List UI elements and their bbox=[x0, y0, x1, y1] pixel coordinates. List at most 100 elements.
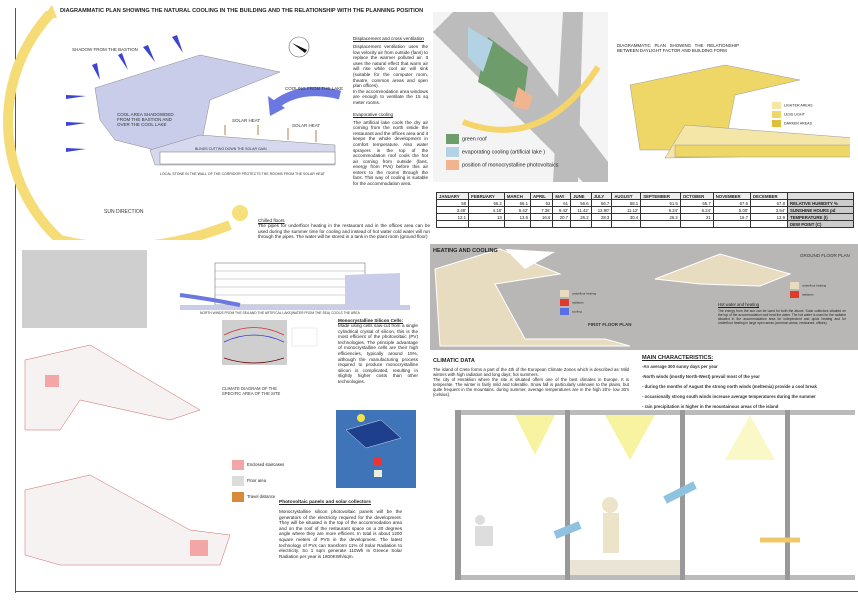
row-label: TEMPERATURE (I) bbox=[786, 213, 855, 221]
table-cell bbox=[679, 220, 714, 228]
month-header: MAY bbox=[552, 192, 572, 200]
table-cell: 7.36' bbox=[530, 206, 554, 214]
month-header: DECEMBER bbox=[750, 192, 788, 200]
heating-legend-2: underfloor heating radiators bbox=[790, 282, 826, 298]
mono-title: Monocrystalline Silicon Cells: bbox=[338, 318, 404, 323]
daylight-legend: LIGHTER AREAS LESS LIGHT DARKER AREAS bbox=[772, 102, 813, 127]
room-sections bbox=[455, 410, 855, 580]
label-blinds: BLINDS CUTTING DOWN THE SOLAR GAIN bbox=[195, 147, 267, 151]
ventilation-title: Displacement and cross ventilation bbox=[353, 36, 424, 41]
legend-travel: Travel distance bbox=[247, 494, 276, 500]
table-cell: 11.12' bbox=[611, 206, 642, 214]
table-row: DEW POINT (C) bbox=[436, 220, 855, 228]
characteristic-item: -An average 300 sunny days per year bbox=[642, 364, 718, 369]
cooling-arrow-icon bbox=[272, 87, 342, 109]
month-header: MARCH bbox=[503, 192, 532, 200]
month-header: JULY bbox=[590, 192, 613, 200]
legend-less-light: LESS LIGHT bbox=[784, 112, 805, 117]
table-cell: 67.6 bbox=[712, 199, 752, 207]
table-cell: 5.42' bbox=[503, 206, 532, 214]
chilled-floors: Chilled floors The pipes for underfloor … bbox=[258, 218, 430, 240]
table-cell: 9.24' bbox=[640, 206, 681, 214]
table-cell: 30.4 bbox=[611, 213, 642, 221]
month-header: APRIL bbox=[530, 192, 554, 200]
table-cell: 26.2 bbox=[640, 213, 681, 221]
lower-floor-plans bbox=[24, 344, 231, 566]
table-cell bbox=[611, 220, 642, 228]
row-label: DEW POINT (C) bbox=[786, 220, 855, 228]
climatic-data: CLIMATIC DATA The island of Crete forms … bbox=[433, 358, 629, 397]
evaporative-paragraph: The artificial lake cools the dry air co… bbox=[353, 119, 428, 187]
table-cell bbox=[590, 220, 613, 228]
sun-path-arc bbox=[3, 10, 64, 240]
table-cell: 13 bbox=[467, 213, 505, 221]
table-cell: 13.6 bbox=[503, 213, 532, 221]
characteristic-item: - occasionally strong south winds increa… bbox=[642, 394, 816, 399]
table-cell: 5.00' bbox=[712, 206, 752, 214]
main-characteristics: MAIN CHARACTERISTICS: -An average 300 su… bbox=[642, 355, 857, 414]
table-cell: 28.3 bbox=[590, 213, 613, 221]
table-cell: 21 bbox=[679, 213, 714, 221]
heating-title: HEATING AND COOLING bbox=[433, 248, 498, 254]
label-shadow: SHADOW FROM THE BASTION bbox=[72, 47, 138, 52]
legend-floor-area: Floor area bbox=[247, 478, 267, 484]
table-cell: 66.1 bbox=[503, 199, 532, 207]
table-cell: 12.1 bbox=[436, 213, 469, 221]
table-cell bbox=[530, 220, 554, 228]
table-cell: 26.2 bbox=[570, 213, 592, 221]
characteristic-item: -North winds (mostly North-West) prevail… bbox=[642, 374, 760, 379]
shadow-arrows bbox=[66, 35, 183, 152]
table-cell: 11.42' bbox=[570, 206, 592, 214]
label-solar-heat-2: SOLAR HEAT bbox=[292, 123, 321, 128]
pv-section: Photovoltaic panels and solar collectors… bbox=[279, 500, 402, 559]
label-cooling-lake: COOLING FROM THE LAKE bbox=[285, 86, 344, 91]
label-local-stone: LOCAL STONE IN THE WALL OF THE CORRIDOR … bbox=[160, 172, 325, 176]
aerial-render bbox=[22, 250, 147, 328]
table-cell: 16.7 bbox=[712, 213, 752, 221]
climatic-p2: The city of Heraklion where the site is … bbox=[433, 377, 629, 397]
hot-water-text: Hot water and heating The energy from th… bbox=[718, 302, 846, 325]
legend-lake: evaporating cooling (artificial lake ) bbox=[446, 147, 558, 157]
characteristic-item: - during the months of August the strong… bbox=[642, 384, 817, 389]
table-cell: 9.42' bbox=[552, 206, 572, 214]
legend-pv: position of monocrystalline photovoltaic… bbox=[446, 160, 558, 170]
table-cell bbox=[552, 220, 572, 228]
table-cell: 58.1 bbox=[611, 199, 642, 207]
table-cell bbox=[467, 220, 505, 228]
label-solar-heat-1: SOLAR HEAT bbox=[232, 118, 261, 123]
month-header: JUNE bbox=[570, 192, 592, 200]
chilled-title: Chilled floors bbox=[258, 218, 285, 223]
chilled-text: The pipes for underfloor heating in the … bbox=[258, 223, 430, 240]
fire-legend: Enclosed staircases Floor area Travel di… bbox=[232, 460, 284, 502]
legend-lighter: LIGHTER AREAS bbox=[784, 103, 813, 108]
ventilation-text: Displacement and cross ventilation Displ… bbox=[353, 36, 428, 187]
table-cell: 6.24' bbox=[679, 206, 714, 214]
table-cell: 66.2 bbox=[467, 199, 505, 207]
climate-diagram-caption: CLIMATE DIAGRAM OF THE SPECIFIC AREA OF … bbox=[222, 386, 281, 396]
table-cell: 12.90' bbox=[590, 206, 613, 214]
mono-text: Made using cells saw-cut from a single c… bbox=[338, 323, 418, 384]
legend-green-roof: green roof bbox=[446, 134, 558, 144]
characteristic-item: - rain precipitation is higher in the mo… bbox=[642, 404, 779, 409]
cooling-plan-drawing bbox=[3, 5, 342, 240]
sun-path-arrowhead bbox=[42, 5, 57, 18]
table-cell: 3.54' bbox=[750, 206, 788, 214]
table-cell: 62 bbox=[530, 199, 554, 207]
site-map bbox=[433, 12, 608, 182]
solar-heat-arrows bbox=[224, 125, 317, 142]
heating-cooling-panel bbox=[430, 244, 858, 350]
month-header: SEPTEMBER bbox=[640, 192, 681, 200]
table-cell: 61.5 bbox=[640, 199, 681, 207]
climate-diagram bbox=[222, 320, 318, 365]
evaporative-title: Evaporative cooling bbox=[353, 111, 394, 117]
poster-bottom-border bbox=[15, 591, 858, 592]
first-floor-label: FIRST FLOOR PLAN bbox=[588, 322, 632, 327]
month-header: AUGUST bbox=[611, 192, 642, 200]
row-label: RELATIVE HUMIDITY % bbox=[786, 199, 855, 207]
pv-diagram bbox=[336, 410, 416, 488]
table-cell: 67.8 bbox=[750, 199, 788, 207]
